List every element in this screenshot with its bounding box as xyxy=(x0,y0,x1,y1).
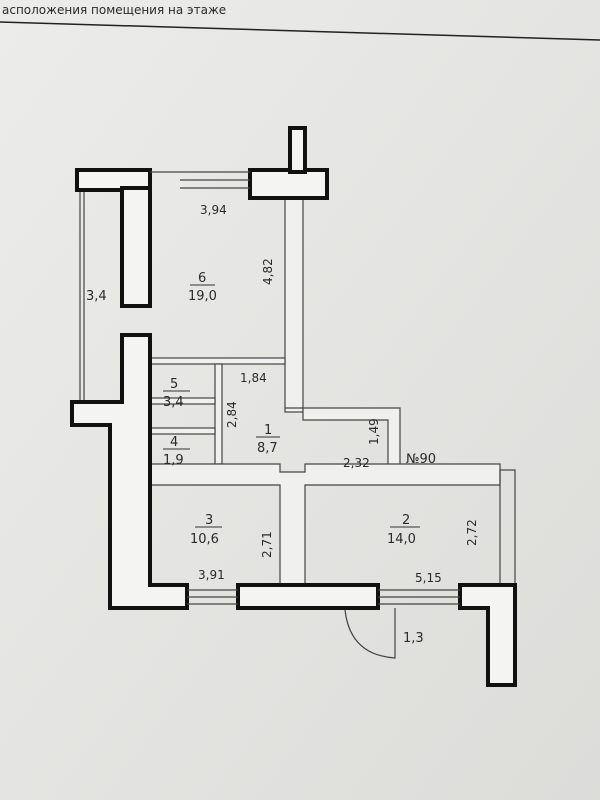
dim-391: 3,91 xyxy=(198,568,225,582)
balcony-door-arc xyxy=(344,608,396,659)
balcony-bottom-area: 1,3 xyxy=(403,631,424,646)
dim-482: 4,82 xyxy=(261,258,275,285)
room-6-area: 19,0 xyxy=(188,289,217,304)
room-3-number: 3 xyxy=(205,513,213,528)
room-6-number: 6 xyxy=(198,271,206,286)
header-title: асположения помещения на этаже xyxy=(2,3,226,17)
apartment-number: №90 xyxy=(406,452,436,467)
dim-515: 5,15 xyxy=(415,571,442,585)
dim-394: 3,94 xyxy=(200,203,227,217)
room-2-area: 14,0 xyxy=(387,532,416,547)
dim-232: 2,32 xyxy=(343,456,370,470)
header-rule xyxy=(0,21,600,41)
room-1-area: 8,7 xyxy=(257,441,278,456)
room-5-number: 5 xyxy=(170,377,178,392)
dim-272: 2,72 xyxy=(465,519,479,546)
balcony-left-area: 3,4 xyxy=(86,289,107,304)
room-4-area: 1,9 xyxy=(163,453,184,468)
room-3-area: 10,6 xyxy=(190,532,219,547)
dim-149: 1,49 xyxy=(367,418,381,445)
labels: 3,94 6 19,0 4,82 3,4 1,84 5 3,4 2,84 4 1… xyxy=(86,203,479,646)
dim-271: 2,71 xyxy=(260,531,274,558)
room-4-number: 4 xyxy=(170,435,178,450)
dim-284: 2,84 xyxy=(225,401,239,428)
room-5-area: 3,4 xyxy=(163,395,184,410)
windows xyxy=(150,171,460,605)
room-1-number: 1 xyxy=(264,423,272,438)
room-2-number: 2 xyxy=(402,513,410,528)
dim-184: 1,84 xyxy=(240,371,267,385)
